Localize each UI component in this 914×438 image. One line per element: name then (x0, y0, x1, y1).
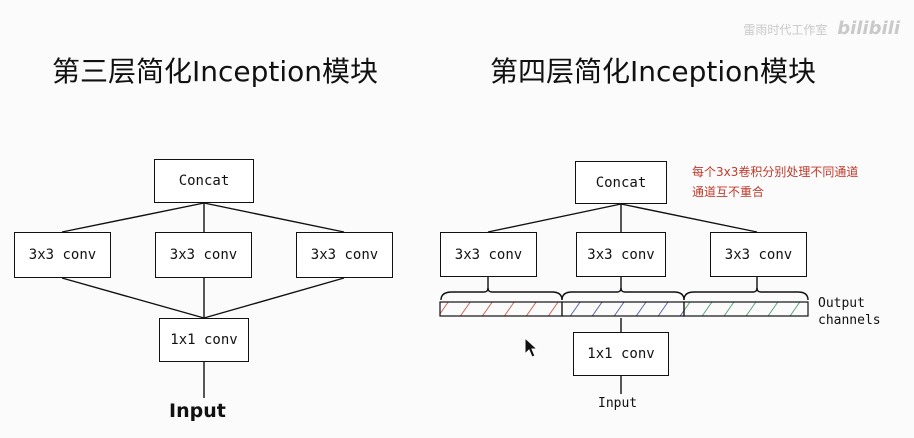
right-input-label: Input (598, 396, 638, 411)
output-channel-bar (439, 301, 809, 317)
right-title: 第四层简化Inception模块 (490, 55, 817, 88)
right-conv-box-1: 3x3 conv (440, 232, 537, 277)
right-conv-box-3: 3x3 conv (710, 232, 807, 277)
left-input-label: Input (169, 400, 226, 422)
watermark: 雷雨时代工作室 bilibili (743, 18, 900, 39)
annotation-line-2: 通道互不重合 (692, 185, 765, 199)
annotation-line-1: 每个3x3卷积分别处理不同通道 (692, 165, 859, 179)
left-1x1-conv-box: 1x1 conv (159, 318, 249, 362)
left-conv-box-3: 3x3 conv (296, 232, 393, 278)
right-1x1-conv-box: 1x1 conv (573, 332, 669, 376)
right-concat-box: Concat (575, 161, 667, 204)
left-concat-box: Concat (154, 159, 254, 203)
channel-segment-blue (561, 301, 685, 317)
handwritten-annotation: 每个3x3卷积分别处理不同通道 通道互不重合 (692, 162, 858, 202)
right-conv-box-2: 3x3 conv (576, 232, 666, 277)
mouse-cursor-icon (524, 337, 538, 358)
channel-segment-red (439, 301, 563, 317)
channel-segment-green (683, 301, 809, 317)
output-channels-line-1: Output (818, 296, 865, 311)
left-conv-box-1: 3x3 conv (14, 232, 111, 278)
bilibili-logo: bilibili (837, 18, 900, 39)
watermark-text: 雷雨时代工作室 (743, 23, 828, 37)
left-conv-box-2: 3x3 conv (155, 232, 252, 278)
output-channels-line-2: channels (818, 313, 881, 328)
left-title: 第三层简化Inception模块 (52, 55, 379, 88)
output-channels-label: Output channels (818, 295, 881, 329)
